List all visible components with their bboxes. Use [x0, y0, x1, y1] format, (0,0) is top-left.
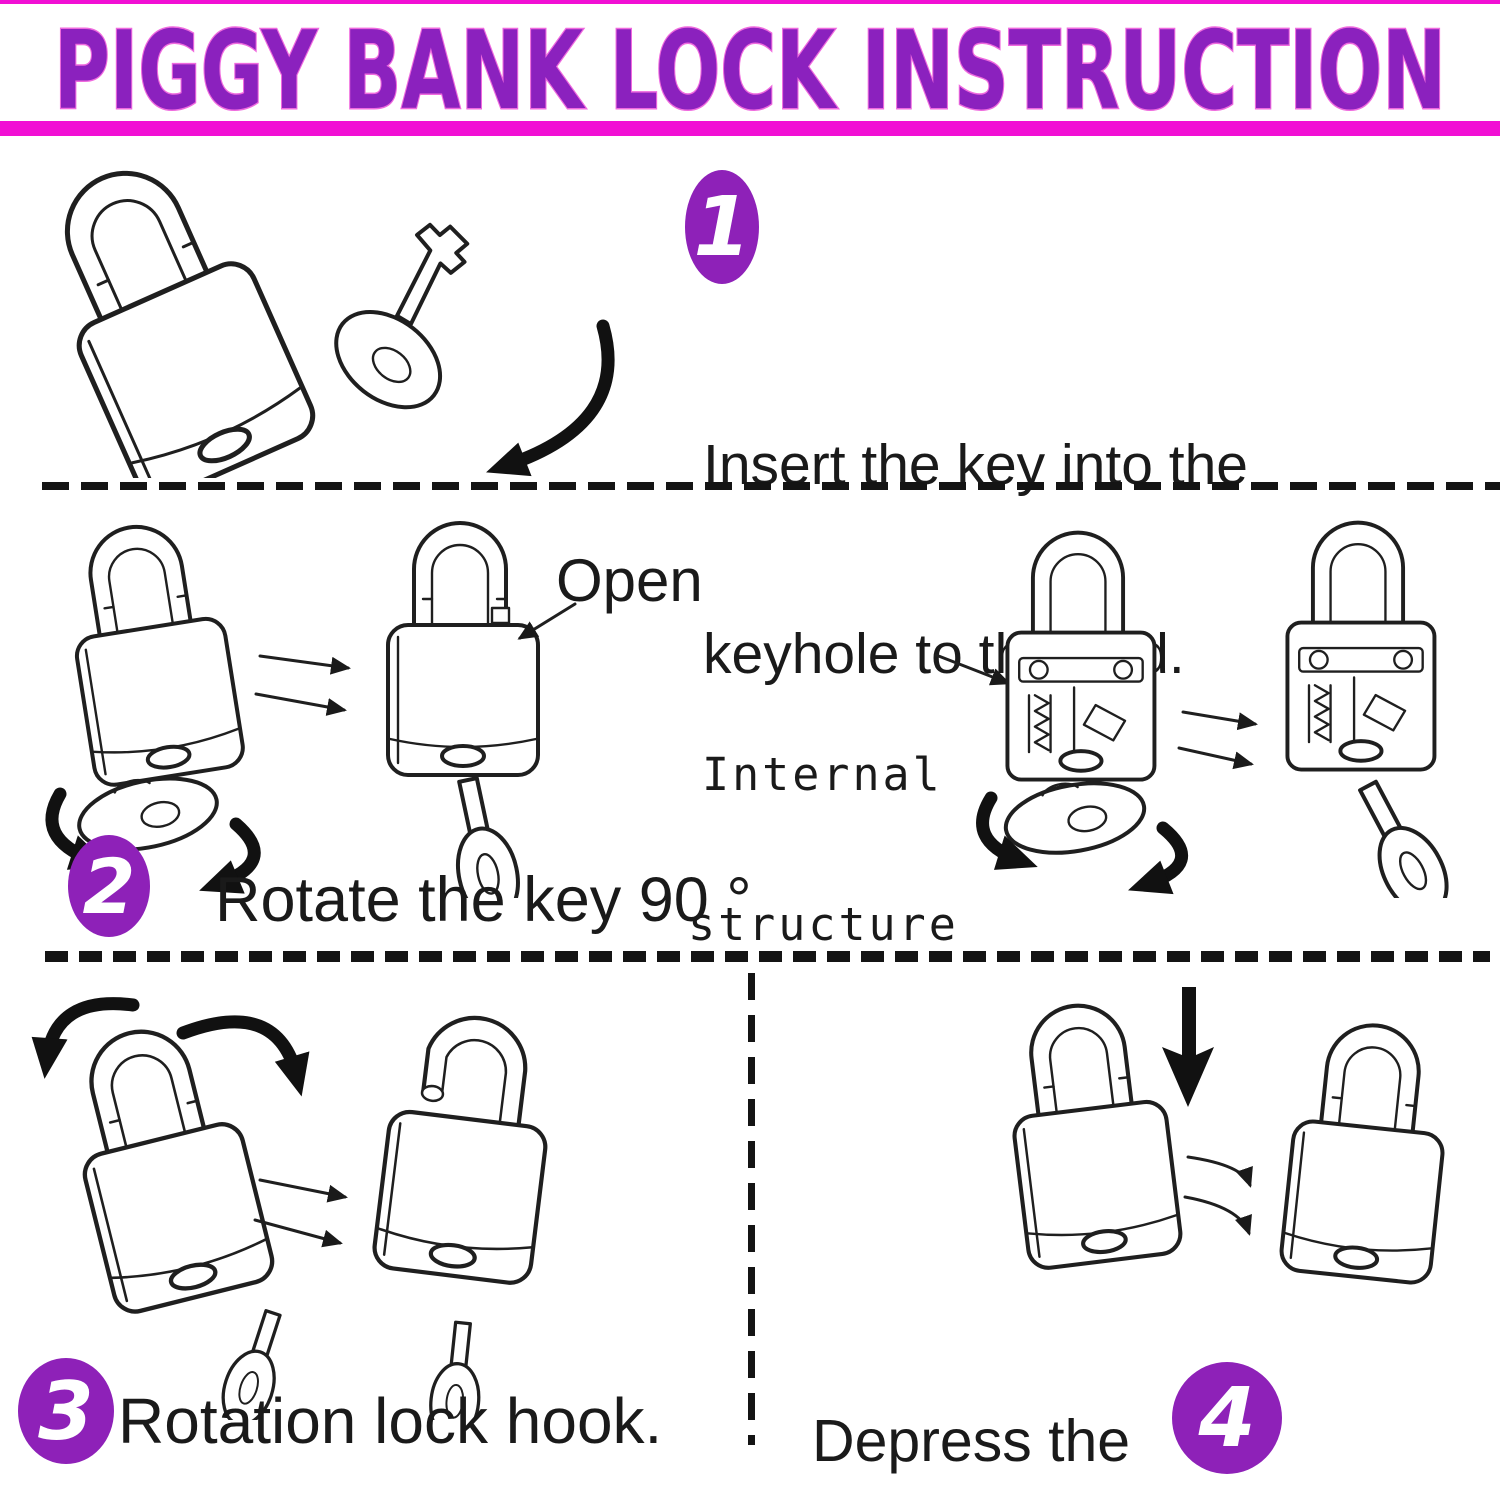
- rotation-arrow-right-icon: [199, 817, 261, 894]
- step-4-caption: Depress the lock hook to lock.: [812, 1274, 1130, 1500]
- padlock-with-key-illustration: [20, 148, 615, 478]
- cutaway-padlock-unlocked: [1285, 520, 1460, 898]
- dashed-divider-vertical: [748, 973, 755, 1445]
- step-4-caption-line1: Depress the: [812, 1408, 1131, 1474]
- step-2-number: 2: [82, 841, 136, 931]
- transition-arrows-icon: [1183, 1155, 1253, 1236]
- padlock-shackle-rotated: [54, 1013, 298, 1420]
- step-3-number: 3: [38, 1364, 94, 1458]
- padlock-opening: [386, 521, 540, 898]
- rotation-arrow-right-icon: [1128, 821, 1189, 895]
- padlock-tilted: [20, 148, 321, 478]
- step-3-badge: 3: [18, 1358, 114, 1464]
- rotation-arrow-left-icon: [31, 997, 140, 1079]
- transition-arrows-icon: [1177, 710, 1258, 770]
- rotation-lock-hook-illustration: [31, 997, 735, 1420]
- dashed-divider-step2: [45, 951, 1490, 962]
- transition-arrows-icon: [253, 1178, 348, 1248]
- internal-structure-arrow-icon: [934, 653, 1011, 686]
- step-2-caption: Rotate the key 90 °: [215, 865, 752, 935]
- transition-arrows-icon: [254, 654, 351, 716]
- step-4-number: 4: [1198, 1370, 1256, 1466]
- rotation-arrow-right-icon: [176, 1015, 310, 1097]
- rotate-key-arrow-icon: [486, 319, 615, 477]
- internal-structure-illustration: [976, 520, 1495, 898]
- padlock-locked: [1277, 1016, 1458, 1287]
- step-3-caption: Rotation lock hook.: [118, 1385, 663, 1457]
- page-title-art: PIGGY BANK LOCK INSTRUCTION: [53, 16, 1448, 128]
- open-label: Open: [556, 547, 703, 614]
- padlock-before-press: [1000, 996, 1183, 1270]
- padlock-hook-open: [372, 1009, 560, 1420]
- key-illustration: [334, 222, 470, 410]
- step-4-badge: 4: [1172, 1362, 1282, 1474]
- rotation-arrow-left-icon: [976, 791, 1038, 870]
- open-pointer-arrow-icon: [517, 602, 577, 640]
- padlock-key-turned: [45, 513, 261, 894]
- internal-label-line2: structure: [688, 898, 959, 951]
- internal-structure-label: Internal structure: [688, 650, 959, 1050]
- step-1-badge: 1: [685, 170, 759, 284]
- step-2-badge: 2: [68, 835, 150, 937]
- step-1-number: 1: [693, 179, 751, 275]
- internal-label-line1: Internal: [702, 748, 943, 801]
- dashed-divider-step1: [42, 482, 1500, 490]
- top-accent-bar: [0, 0, 1500, 4]
- page-title: PIGGY BANK LOCK INSTRUCTION: [54, 16, 1446, 128]
- depress-lock-hook-illustration: [930, 987, 1458, 1287]
- cutaway-padlock-key-turned: [976, 530, 1189, 895]
- press-down-arrow-icon: [1162, 987, 1214, 1107]
- title-underline-bar: [0, 121, 1500, 136]
